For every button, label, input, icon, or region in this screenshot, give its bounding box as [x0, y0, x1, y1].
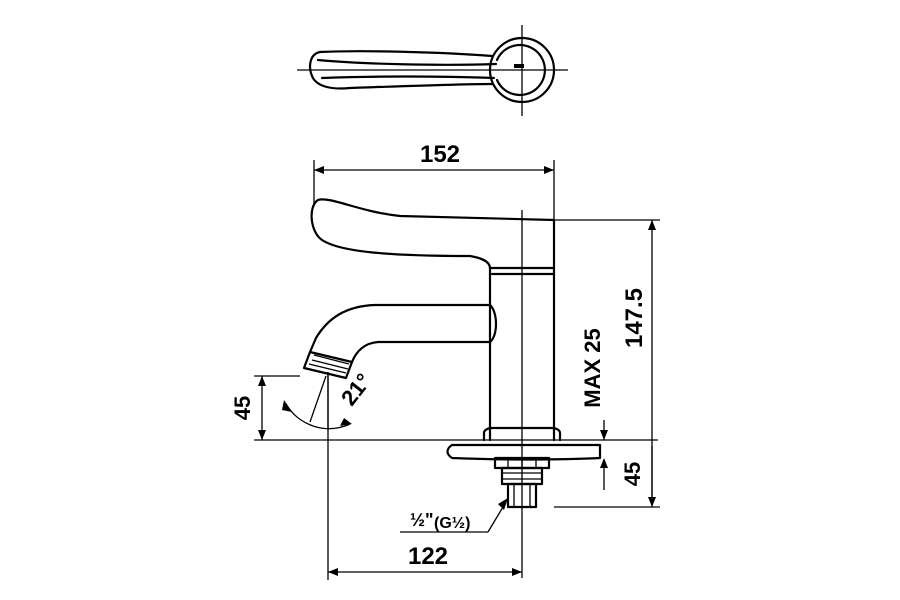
- total-height-arrow-bottom: [648, 497, 656, 507]
- lever-handle: [310, 198, 556, 270]
- aerator-band-1: [313, 354, 350, 365]
- spout-upper-edge: [308, 303, 492, 354]
- deck-thickness-label: MAX 25: [580, 328, 605, 407]
- outlet-reach-arrow-right: [512, 568, 522, 576]
- side-view: [302, 198, 602, 578]
- mounting-deck: [446, 443, 602, 461]
- top-view-handle-ring-inner: [495, 43, 546, 97]
- outlet-height-arrow-bottom: [258, 430, 266, 440]
- top-view-logo-mark: [514, 64, 524, 68]
- top-view-handle-ring-outer: [488, 36, 556, 104]
- outlet-height-label: 45: [230, 396, 255, 420]
- total-length-arrow-right: [544, 166, 554, 174]
- total-height-arrow-top: [648, 220, 656, 230]
- thread-leader-arrow: [498, 498, 508, 510]
- outlet-reach-arrow-left: [328, 568, 338, 576]
- total-length-arrow-left: [314, 166, 324, 174]
- deck-thickness-arrow-top: [600, 430, 608, 440]
- aerator-outline: [302, 350, 354, 380]
- total-height-label: 147.5: [621, 288, 648, 348]
- spout-body-joint: [488, 303, 498, 344]
- top-view-lever-ridge: [316, 58, 498, 66]
- top-view-lever-outline: [309, 50, 494, 90]
- deck-thickness-arrow-bottom: [600, 458, 608, 468]
- top-view-lever-ridge-lower: [320, 75, 496, 80]
- angle-arc: [285, 403, 351, 430]
- thread-size-label: ½": [410, 510, 434, 530]
- shank-length-label: 45: [620, 462, 645, 486]
- aerator-band-2: [311, 359, 349, 370]
- angle-label: 21°: [336, 369, 376, 411]
- dimensions: 152 122 147.5 MAX 25 45 45 21°: [230, 141, 660, 580]
- total-length-label: 152: [420, 141, 460, 168]
- outlet-reach-label: 122: [408, 543, 448, 570]
- angle-arrow-left: [282, 400, 292, 412]
- spout-lower-edge: [350, 340, 492, 364]
- thread-standard-label: (G½): [434, 515, 470, 532]
- angle-axis-line: [309, 375, 327, 423]
- outlet-height-arrow-top: [258, 376, 266, 386]
- top-view: [297, 25, 568, 116]
- aerator-band-3: [308, 363, 347, 374]
- angle-arrow-right: [340, 418, 352, 426]
